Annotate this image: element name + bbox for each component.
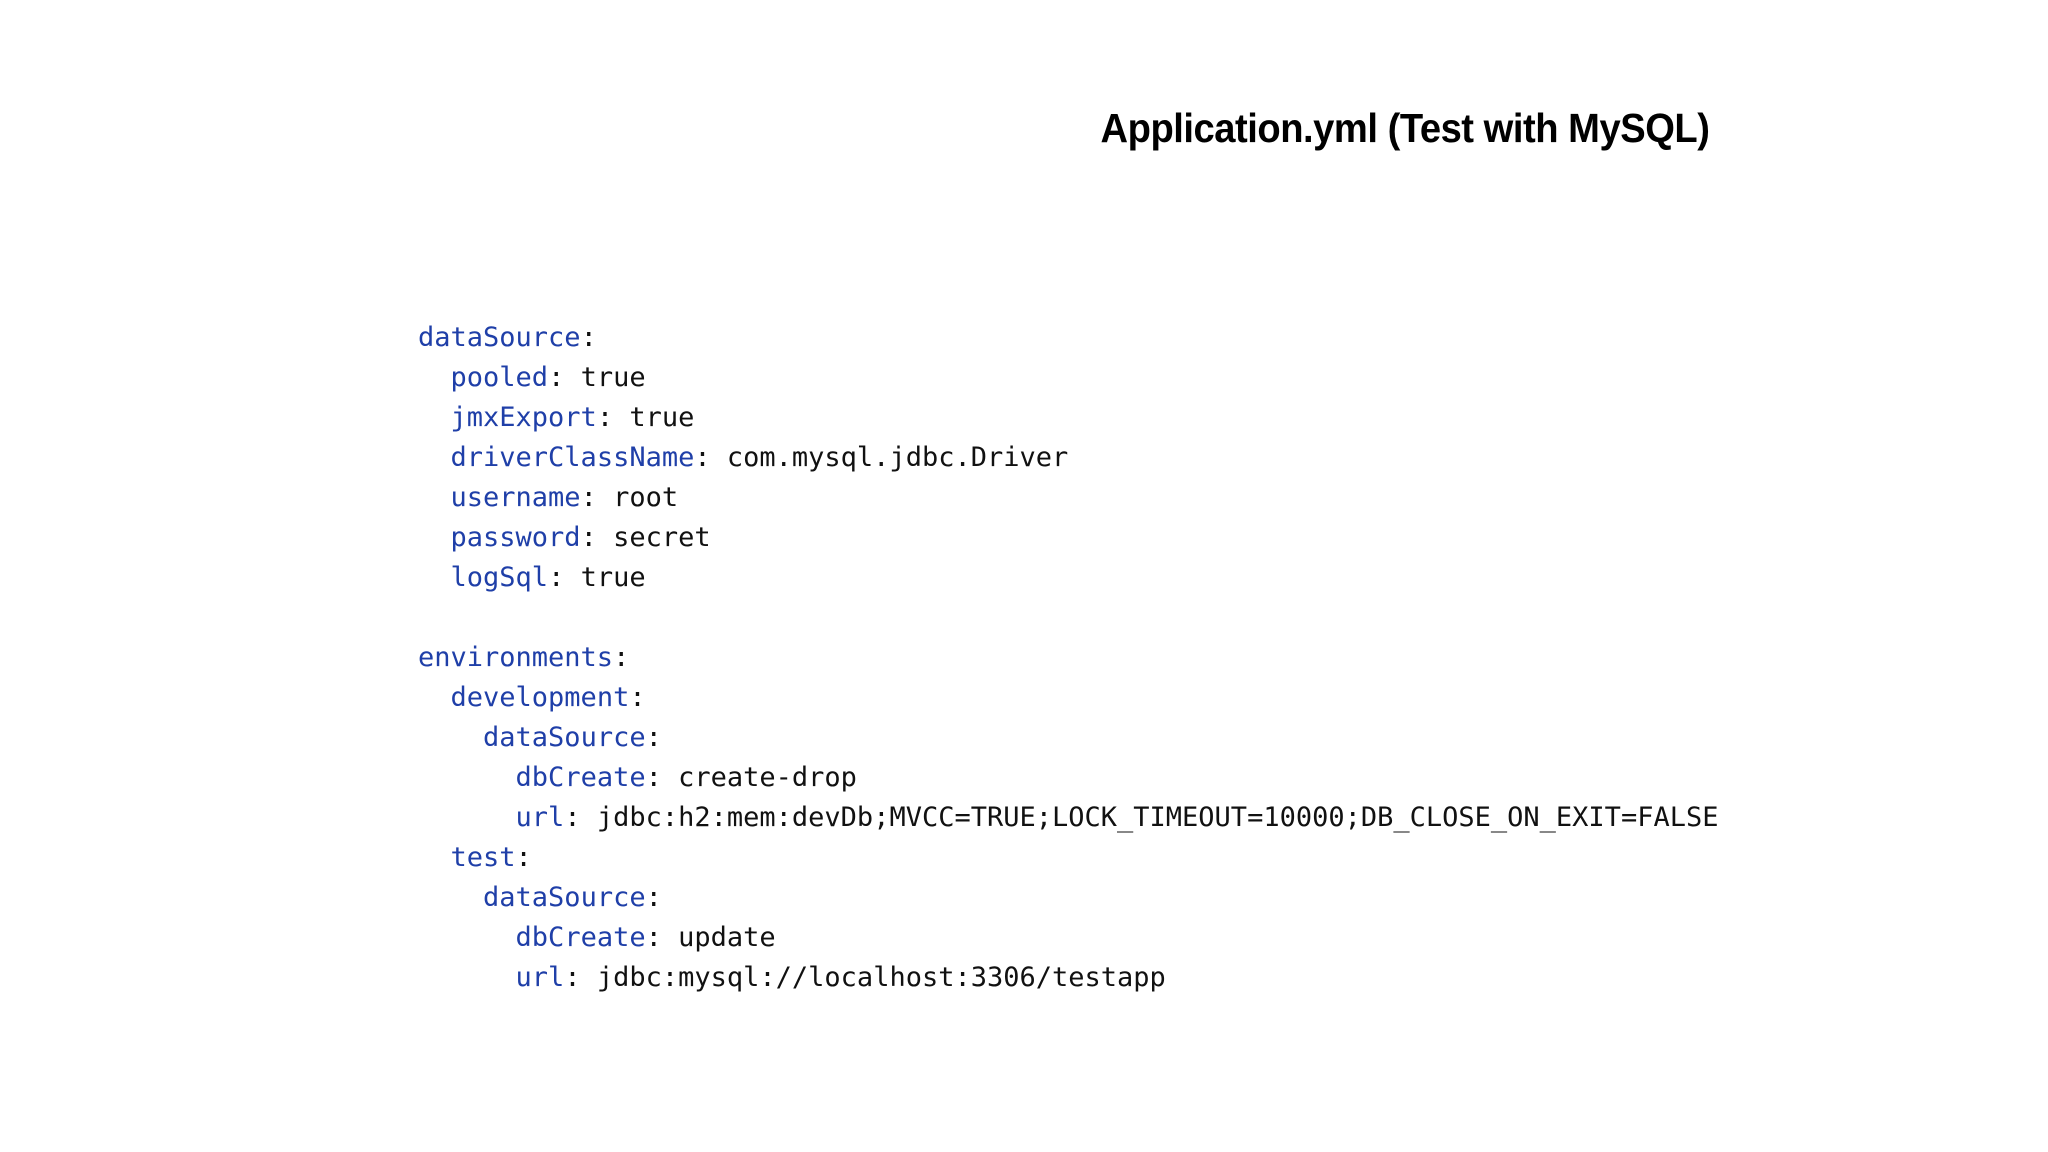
yaml-colon: : bbox=[564, 962, 581, 993]
yaml-key: jmxExport bbox=[450, 402, 597, 433]
code-indent bbox=[418, 762, 516, 793]
yaml-key: username bbox=[450, 482, 581, 513]
yaml-colon: : bbox=[515, 842, 532, 873]
code-indent bbox=[418, 482, 451, 513]
yaml-key: dbCreate bbox=[515, 922, 646, 953]
code-line: logSql: true bbox=[418, 558, 1718, 598]
code-indent bbox=[418, 562, 451, 593]
code-line: url: jdbc:h2:mem:devDb;MVCC=TRUE;LOCK_TI… bbox=[418, 798, 1719, 838]
yaml-colon: : bbox=[613, 642, 630, 673]
code-indent bbox=[418, 802, 516, 833]
code-line: dbCreate: create-drop bbox=[418, 758, 1718, 798]
yaml-colon: : bbox=[580, 522, 597, 553]
yaml-value: true bbox=[564, 362, 646, 393]
yaml-key: environments bbox=[418, 642, 614, 673]
yaml-key: url bbox=[515, 962, 565, 993]
code-indent bbox=[418, 722, 483, 753]
code-line: test: bbox=[418, 838, 1718, 878]
yaml-value: true bbox=[613, 402, 695, 433]
yaml-value: create-drop bbox=[661, 762, 857, 793]
code-line: url: jdbc:mysql://localhost:3306/testapp bbox=[418, 958, 1718, 998]
code-indent bbox=[418, 922, 516, 953]
yaml-key: logSql bbox=[450, 562, 549, 593]
code-indent bbox=[418, 682, 451, 713]
yaml-value: root bbox=[596, 482, 679, 513]
yaml-key: driverClassName bbox=[450, 442, 695, 473]
code-indent bbox=[418, 362, 451, 393]
code-line: driverClassName: com.mysql.jdbc.Driver bbox=[418, 438, 1718, 478]
code-line: password: secret bbox=[418, 518, 1718, 558]
yaml-value: true bbox=[564, 562, 646, 593]
yaml-key: dataSource bbox=[483, 882, 646, 913]
code-indent bbox=[418, 402, 451, 433]
yaml-key: development bbox=[450, 682, 630, 713]
code-indent bbox=[418, 842, 451, 873]
yaml-key: test bbox=[450, 842, 516, 873]
yaml-value: update bbox=[661, 922, 776, 953]
yaml-colon: : bbox=[596, 402, 614, 433]
code-line: pooled: true bbox=[418, 358, 1718, 398]
yaml-colon: : bbox=[548, 562, 565, 593]
page-title: Application.yml (Test with MySQL) bbox=[1100, 105, 1710, 151]
yaml-key: pooled bbox=[450, 362, 549, 393]
yaml-colon: : bbox=[694, 442, 711, 473]
yaml-colon: : bbox=[580, 322, 597, 353]
yaml-value: jdbc:mysql://localhost:3306/testapp bbox=[580, 962, 1166, 993]
code-indent bbox=[418, 522, 451, 553]
yaml-key: url bbox=[515, 802, 565, 833]
yaml-colon: : bbox=[564, 802, 581, 833]
code-indent bbox=[418, 882, 483, 913]
yaml-colon: : bbox=[548, 362, 565, 393]
yaml-colon: : bbox=[645, 922, 662, 953]
yaml-colon: : bbox=[645, 762, 662, 793]
yaml-key: dbCreate bbox=[515, 762, 646, 793]
code-line: dbCreate: update bbox=[418, 918, 1718, 958]
yaml-value: secret bbox=[596, 522, 711, 553]
code-line: development: bbox=[418, 678, 1718, 718]
code-line: dataSource: bbox=[418, 718, 1718, 758]
code-indent bbox=[418, 442, 451, 473]
yaml-colon: : bbox=[629, 682, 646, 713]
yaml-key: dataSource bbox=[483, 722, 646, 753]
yaml-code-block: dataSource: pooled: true jmxExport: true… bbox=[418, 318, 1718, 998]
yaml-colon: : bbox=[580, 482, 597, 513]
code-line: environments: bbox=[418, 638, 1718, 678]
yaml-key: password bbox=[450, 522, 581, 553]
code-line: username: root bbox=[418, 478, 1718, 518]
yaml-key: dataSource bbox=[418, 322, 581, 353]
code-indent bbox=[418, 962, 516, 993]
yaml-value: com.mysql.jdbc.Driver bbox=[710, 442, 1069, 473]
yaml-colon: : bbox=[645, 882, 662, 913]
yaml-colon: : bbox=[645, 722, 662, 753]
yaml-value: jdbc:h2:mem:devDb;MVCC=TRUE;LOCK_TIMEOUT… bbox=[580, 802, 1719, 833]
code-line: dataSource: bbox=[418, 318, 1718, 358]
code-line: jmxExport: true bbox=[418, 398, 1718, 438]
code-line: dataSource: bbox=[418, 878, 1718, 918]
code-line-blank bbox=[418, 598, 1718, 638]
